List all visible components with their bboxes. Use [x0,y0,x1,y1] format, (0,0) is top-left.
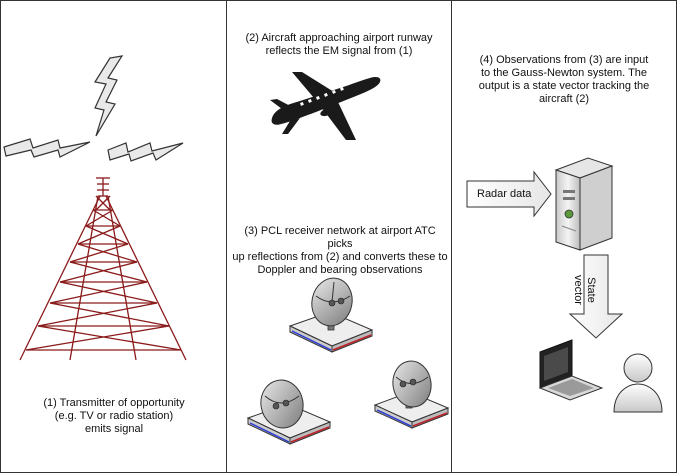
lightning-icon [107,142,184,162]
satellite-dish-icon [373,360,450,429]
user-icon [613,353,663,413]
laptop-icon [538,339,604,401]
gauss-newton-caption: (4) Observations from (3) are input to t… [478,54,650,105]
radar-data-arrow [466,170,552,218]
state-vector-arrow [568,254,624,339]
transmitter-caption: (1) Transmitter of opportunity (e.g. TV … [43,397,185,435]
lightning-icon [3,138,91,158]
panel-divider-2 [451,0,452,473]
aircraft-caption: (2) Aircraft approaching airport runway … [245,32,433,57]
receiver-caption: (3) PCL receiver network at airport ATC … [232,225,448,276]
satellite-dish-icon [288,277,374,353]
server-icon [554,157,614,251]
airplane-icon [270,72,381,140]
state-vector-label: State vector [572,275,597,305]
satellite-dish-icon [246,379,332,445]
lightning-icon [94,55,124,137]
panel-divider-1 [226,0,227,473]
radar-data-label: Radar data [477,188,532,200]
tower-icon [19,177,187,361]
